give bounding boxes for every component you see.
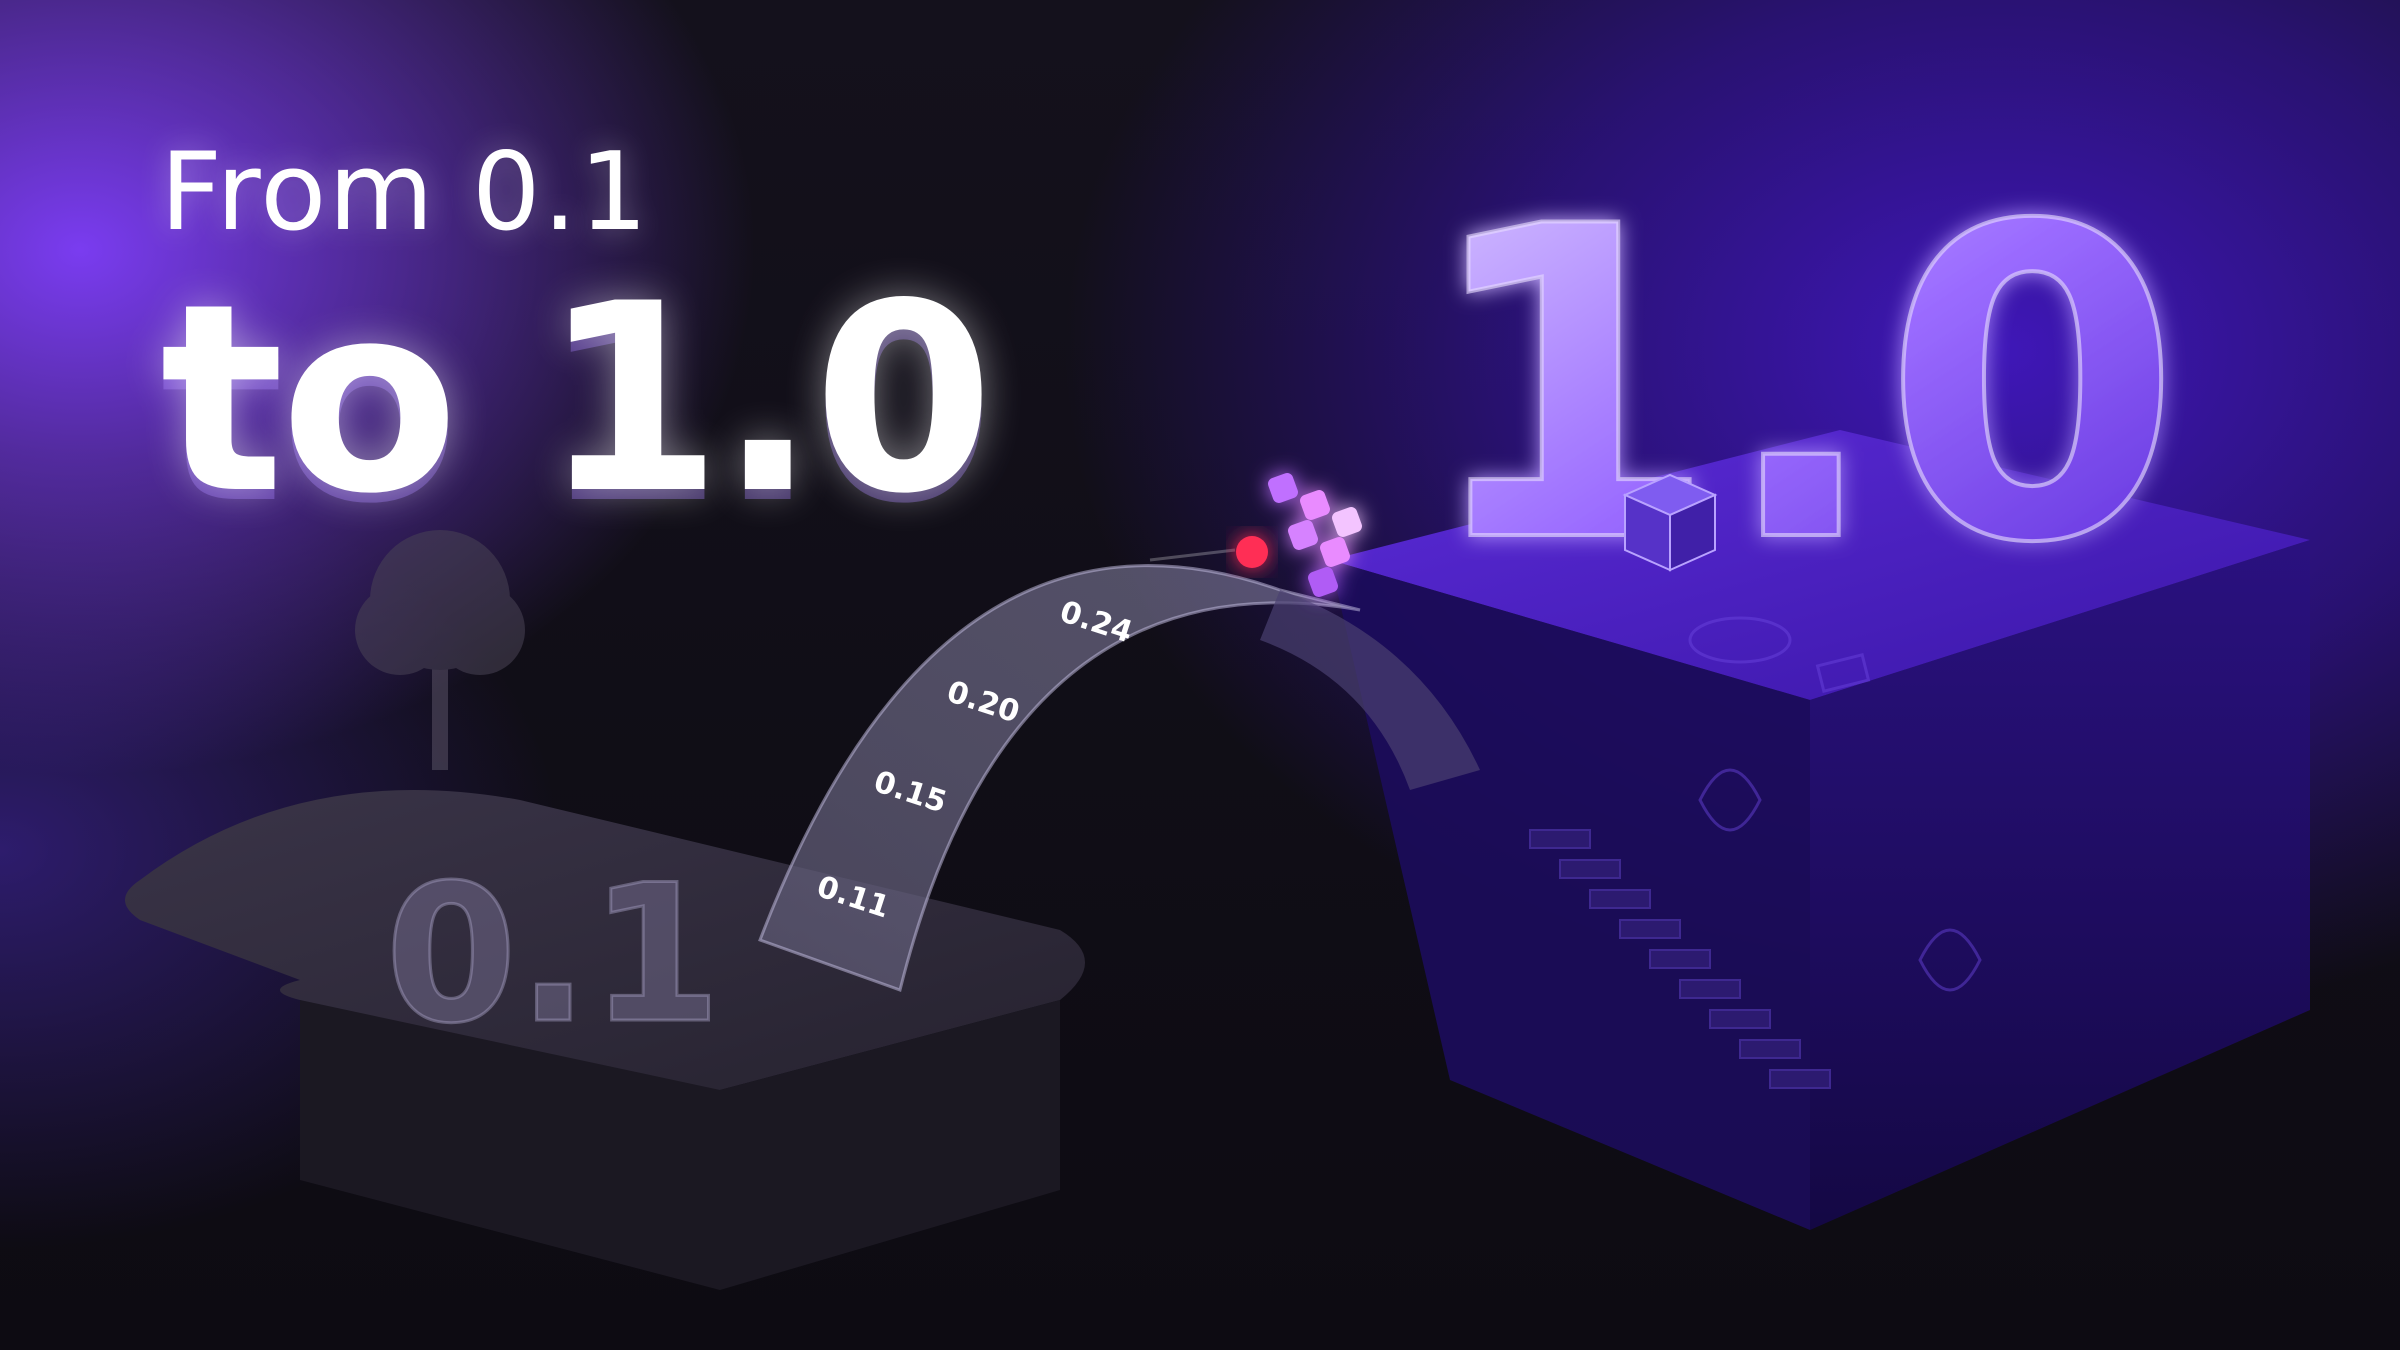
red-ball-icon	[1149, 536, 1268, 568]
grid-logo-icon	[1268, 473, 1362, 597]
version-bridge: 0.11 0.15 0.20 0.24	[758, 564, 1480, 992]
right-island-side	[1810, 540, 2310, 1230]
tree-icon	[355, 530, 525, 770]
end-version-label: 1.0	[1420, 137, 2182, 637]
headline-line-2: to 1.0	[160, 249, 994, 551]
cube-icon	[1622, 473, 1718, 572]
left-island	[125, 530, 1085, 1290]
right-island-top	[1330, 430, 2310, 700]
start-version-label: 0.1	[385, 844, 722, 1065]
headline: From 0.1 to 1.0	[160, 130, 994, 551]
staircase	[1529, 829, 1831, 1089]
bridge-arch	[758, 564, 1361, 992]
headline-line-1: From 0.1	[160, 130, 650, 255]
left-island-side	[300, 1000, 1060, 1290]
